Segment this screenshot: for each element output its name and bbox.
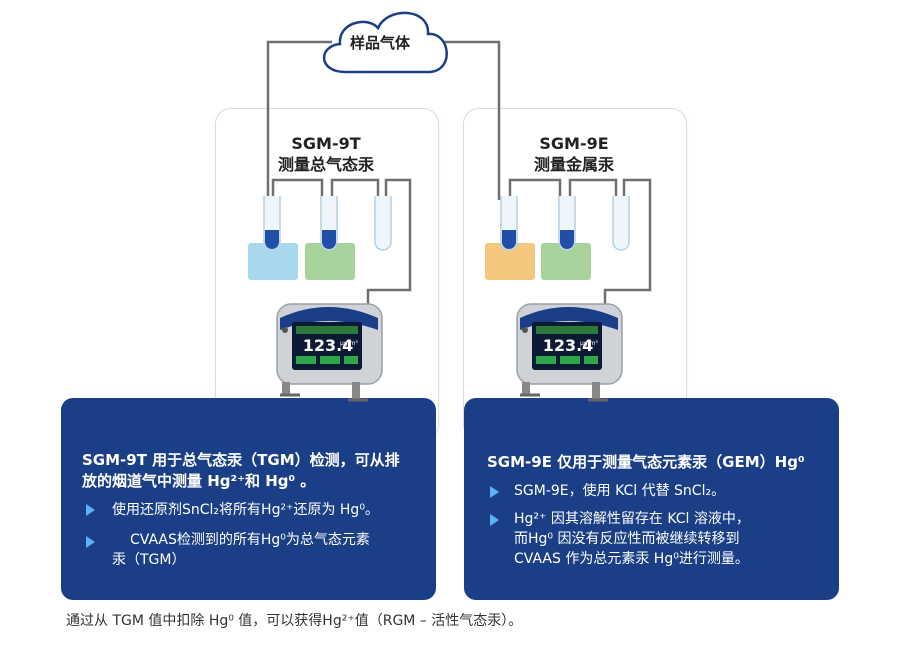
sgm-9e-heading: SGM-9E 仅用于测量气态元素汞（GEM）Hg⁰ (487, 453, 805, 471)
reagent-box-orange (485, 243, 535, 280)
sgm-9e-bullet-2-line3: CVAAS 作为总元素汞 Hg⁰进行测量。 (514, 551, 749, 567)
sample-gas-lines (266, 40, 652, 345)
reagent-box-blue (248, 243, 298, 280)
sgm-9t-heading-line1: SGM-9T 用于总气态汞（TGM）检测，可从排 (82, 451, 400, 469)
sgm-9t-bullet-2-line2: 汞（TGM） (112, 552, 186, 568)
sgm-9e-bullet-2-line1: Hg²⁺ 因其溶解性留存在 KCl 溶液中， (514, 511, 750, 527)
sgm-9t-info-panel (61, 398, 436, 600)
bullet-arrow-icon (490, 486, 499, 498)
analyzer-device-left (276, 303, 383, 402)
bullet-arrow-icon (86, 536, 95, 548)
test-tubes-left (263, 196, 392, 251)
footnote-text: 通过从 TGM 值中扣除 Hg⁰ 值，可以获得Hg²⁺值（RGM – 活性气态汞… (66, 613, 523, 629)
sgm-9t-heading-line2: 放的烟道气中测量 Hg²⁺和 Hg⁰ 。 (82, 472, 316, 490)
sgm-9t-subtitle: 测量总气态汞 (277, 155, 374, 174)
reagent-box-green (305, 243, 355, 280)
sgm-9e-subtitle: 测量金属汞 (533, 155, 614, 174)
sgm-9e-bullet-1: SGM-9E，使用 KCl 代替 SnCl₂。 (514, 483, 726, 499)
device-reading-right: 123.4 (542, 336, 594, 355)
sgm-9e-info-panel (464, 398, 839, 600)
sample-gas-label: 样品气体 (349, 34, 410, 52)
device-unit-right: µg/m³ (580, 340, 598, 347)
bullet-arrow-icon (86, 504, 95, 516)
sgm-9t-bullet-2-line1: CVAAS检测到的所有Hg⁰为总气态元素 (130, 532, 370, 548)
test-tubes-right (500, 196, 630, 251)
sgm-9e-model: SGM-9E (539, 134, 609, 153)
cloud-icon (322, 11, 448, 74)
sgm-9e-bullet-2-line2: 而Hg⁰ 因没有反应性而被继续转移到 (514, 531, 740, 547)
device-unit-left: µg/m³ (340, 340, 358, 347)
device-reading-left: 123.4 (302, 336, 354, 355)
bullet-arrow-icon (490, 514, 499, 526)
sgm-9t-bullet-1: 使用还原剂SnCl₂将所有Hg²⁺还原为 Hg⁰。 (112, 502, 379, 518)
analyzer-device-right (516, 303, 623, 402)
sgm-9t-model: SGM-9T (291, 134, 361, 153)
reagent-box-green-2 (541, 243, 591, 280)
